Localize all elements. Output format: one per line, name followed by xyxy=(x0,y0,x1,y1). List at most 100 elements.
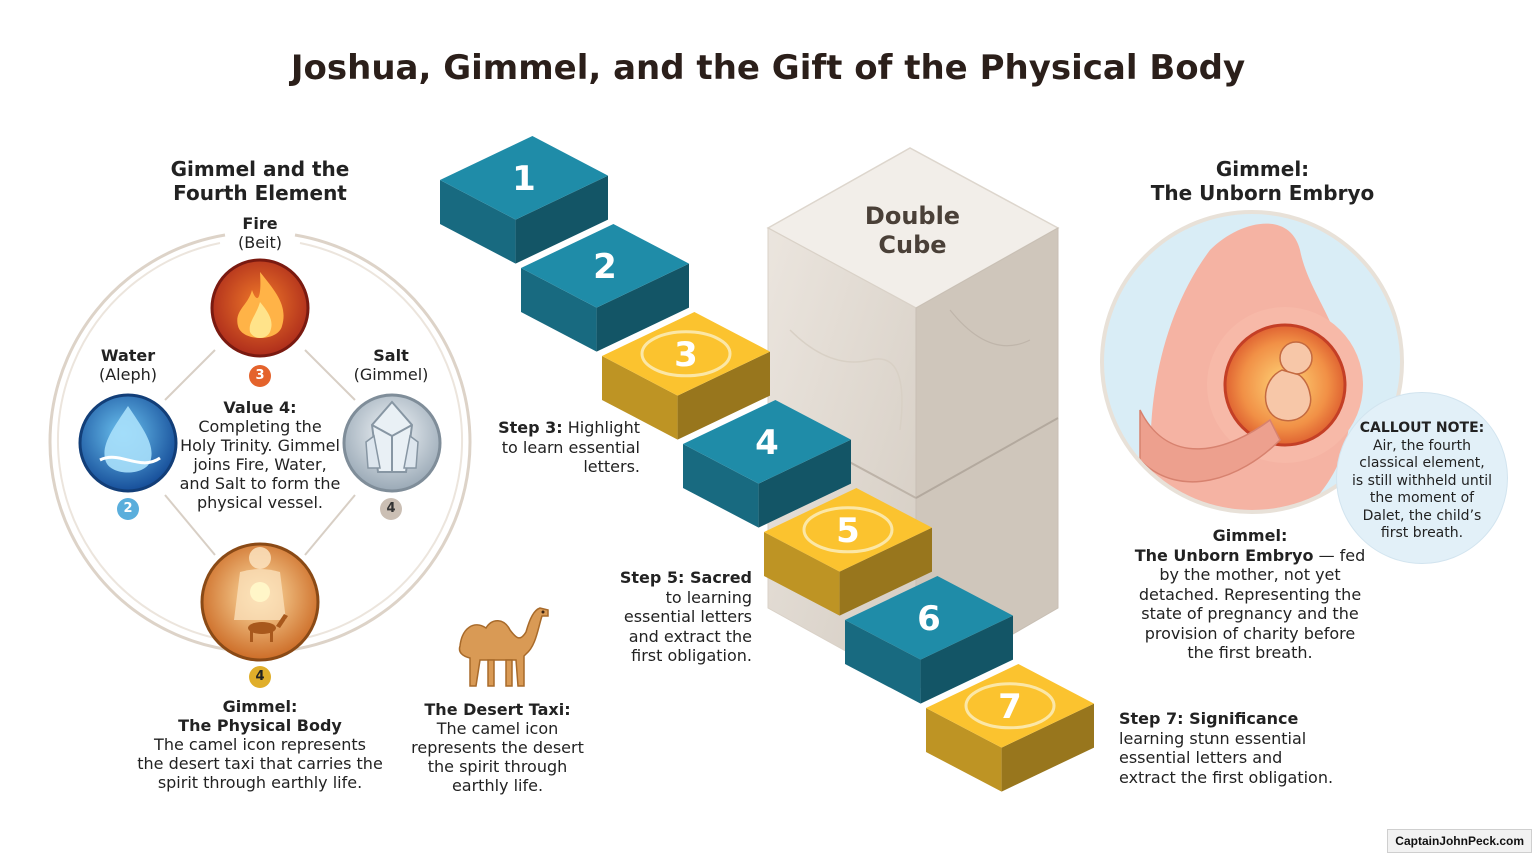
physical-body-caption: Gimmel: The Physical Body The camel icon… xyxy=(130,697,390,792)
embryo-illustration xyxy=(1100,210,1404,514)
value-note: Value 4: Completing the Holy Trinity. Gi… xyxy=(170,398,350,512)
left-heading-line1: Gimmel and the xyxy=(170,157,350,181)
cube-label-line1: Double xyxy=(864,202,961,230)
embryo-desc-line: the first breath. xyxy=(1187,643,1313,662)
salt-name: Salt xyxy=(373,346,409,365)
step5-note: Step 5: Sacred to learning essential let… xyxy=(592,568,752,666)
embryo-description: Gimmel: The Unborn Embryo — fed by the m… xyxy=(1130,526,1370,663)
step3-title: Step 3: xyxy=(498,418,563,437)
page-title: Joshua, Gimmel, and the Gift of the Phys… xyxy=(290,48,1246,88)
step-ring xyxy=(640,330,732,378)
embryo-desc-line: state of pregnancy and the xyxy=(1141,604,1359,623)
step-number: 2 xyxy=(593,247,617,287)
step-3: 3 xyxy=(602,312,770,440)
callout-title: CALLOUT NOTE: xyxy=(1359,420,1485,436)
body-desc-line: the desert taxi that carries the xyxy=(137,754,383,773)
callout-line: is still withheld until xyxy=(1352,472,1492,489)
step-6: 6 xyxy=(845,576,1013,704)
physical-body-icon xyxy=(200,542,320,662)
step-front-face xyxy=(602,356,678,440)
step7-title: Step 7: Significance xyxy=(1119,709,1299,728)
callout-line: Air, the fourth xyxy=(1372,437,1472,454)
embryo-icon xyxy=(1264,341,1313,422)
desert-taxi-line: the spirit through xyxy=(427,757,568,776)
right-heading-line1: Gimmel: xyxy=(1215,157,1310,181)
step-number: 6 xyxy=(917,599,941,639)
small-camel-icon xyxy=(248,614,288,642)
left-heading: Gimmel and the Fourth Element xyxy=(150,157,370,205)
step-ring xyxy=(964,682,1056,730)
water-label: Water (Aleph) xyxy=(78,346,178,384)
callout-note: CALLOUT NOTE: Air, the fourth classical … xyxy=(1340,420,1504,543)
step5-line: essential letters xyxy=(623,607,752,626)
step-ring xyxy=(802,506,894,554)
step-number: 4 xyxy=(755,423,779,463)
embryo-desc-line: detached. Representing the xyxy=(1138,584,1362,604)
water-sub: (Aleph) xyxy=(98,365,157,384)
camel-icon xyxy=(458,607,549,687)
credit-badge: CaptainJohnPeck.com xyxy=(1387,829,1532,853)
salt-crystal-icon xyxy=(342,393,442,493)
body-badge: 4 xyxy=(249,666,271,688)
step-4: 4 xyxy=(683,400,851,528)
embryo-desc-line: provision of charity before xyxy=(1144,623,1356,643)
fire-sub: (Beit) xyxy=(237,233,283,252)
step-7: 7 xyxy=(926,664,1094,792)
step-side-face xyxy=(596,263,689,352)
value-line: and Salt to form the xyxy=(179,474,341,493)
embryo-desc-line: by the mother, not yet xyxy=(1159,565,1341,584)
step-top-face xyxy=(440,136,608,220)
step3-note: Step 3: Highlight to learn essential let… xyxy=(480,418,640,477)
cube-label-line2: Cube xyxy=(878,231,947,259)
step5-line: first obligation. xyxy=(631,646,752,665)
value-line: Holy Trinity. Gimmel xyxy=(180,436,340,455)
callout-bubble xyxy=(1336,392,1508,564)
fire-badge: 3 xyxy=(249,365,271,387)
step3-line: letters. xyxy=(583,457,640,476)
embryo-desc-title: Gimmel: xyxy=(1212,526,1288,545)
step5-line: and extract the xyxy=(628,626,752,646)
step5-line: to learning xyxy=(665,587,752,607)
salt-badge: 4 xyxy=(380,498,402,520)
staircase-diagram: 1 2 34 5 6 7 xyxy=(440,136,1094,792)
embryo-desc-bold: The Unborn Embryo xyxy=(1134,545,1314,565)
body-name-line2: The Physical Body xyxy=(178,716,342,735)
desert-taxi-line: earthly life. xyxy=(451,776,544,795)
step-5: 5 xyxy=(764,488,932,616)
desert-taxi-title: The Desert Taxi: xyxy=(424,700,571,719)
body-desc-line: spirit through earthly life. xyxy=(157,773,363,792)
water-icon xyxy=(78,393,178,493)
step-side-face xyxy=(1001,703,1094,792)
step7-line: essential letters and xyxy=(1119,748,1283,767)
step-side-face xyxy=(677,351,770,440)
value-line: joins Fire, Water, xyxy=(193,455,327,474)
body-desc-line: The camel icon represents xyxy=(154,735,366,754)
step-front-face xyxy=(440,180,516,264)
water-badge: 2 xyxy=(117,498,139,520)
step-side-face xyxy=(758,439,851,528)
step7-line: learning stտn essential xyxy=(1119,728,1307,748)
value-line: Completing the xyxy=(198,417,322,436)
step-top-face xyxy=(926,664,1094,748)
step-top-face xyxy=(602,312,770,396)
embryo-desc-rest: — fed xyxy=(1313,545,1366,565)
cube-label: Double Cube xyxy=(840,202,985,260)
step-side-face xyxy=(515,175,608,264)
callout-line: classical element, xyxy=(1359,455,1485,471)
step-top-face xyxy=(683,400,851,484)
desert-taxi-caption: The Desert Taxi: The camel icon represen… xyxy=(405,700,590,795)
callout-line: the moment of xyxy=(1369,490,1475,506)
step-number: 5 xyxy=(836,511,860,551)
step-top-face xyxy=(845,576,1013,660)
steps-group: 1 2 34 5 6 7 xyxy=(440,136,1094,792)
step7-note: Step 7: Significance learning stտn essen… xyxy=(1119,709,1349,787)
salt-label: Salt (Gimmel) xyxy=(341,346,441,384)
callout-line: Dalet, the child’s xyxy=(1362,507,1482,524)
desert-taxi-line: represents the desert xyxy=(411,738,584,757)
callout-line: first breath. xyxy=(1380,525,1464,541)
step-number: 1 xyxy=(512,159,536,199)
step3-line: to learn essential xyxy=(501,437,640,457)
step-front-face xyxy=(926,708,1002,792)
step-number: 7 xyxy=(998,687,1022,727)
salt-sub: (Gimmel) xyxy=(353,365,429,384)
